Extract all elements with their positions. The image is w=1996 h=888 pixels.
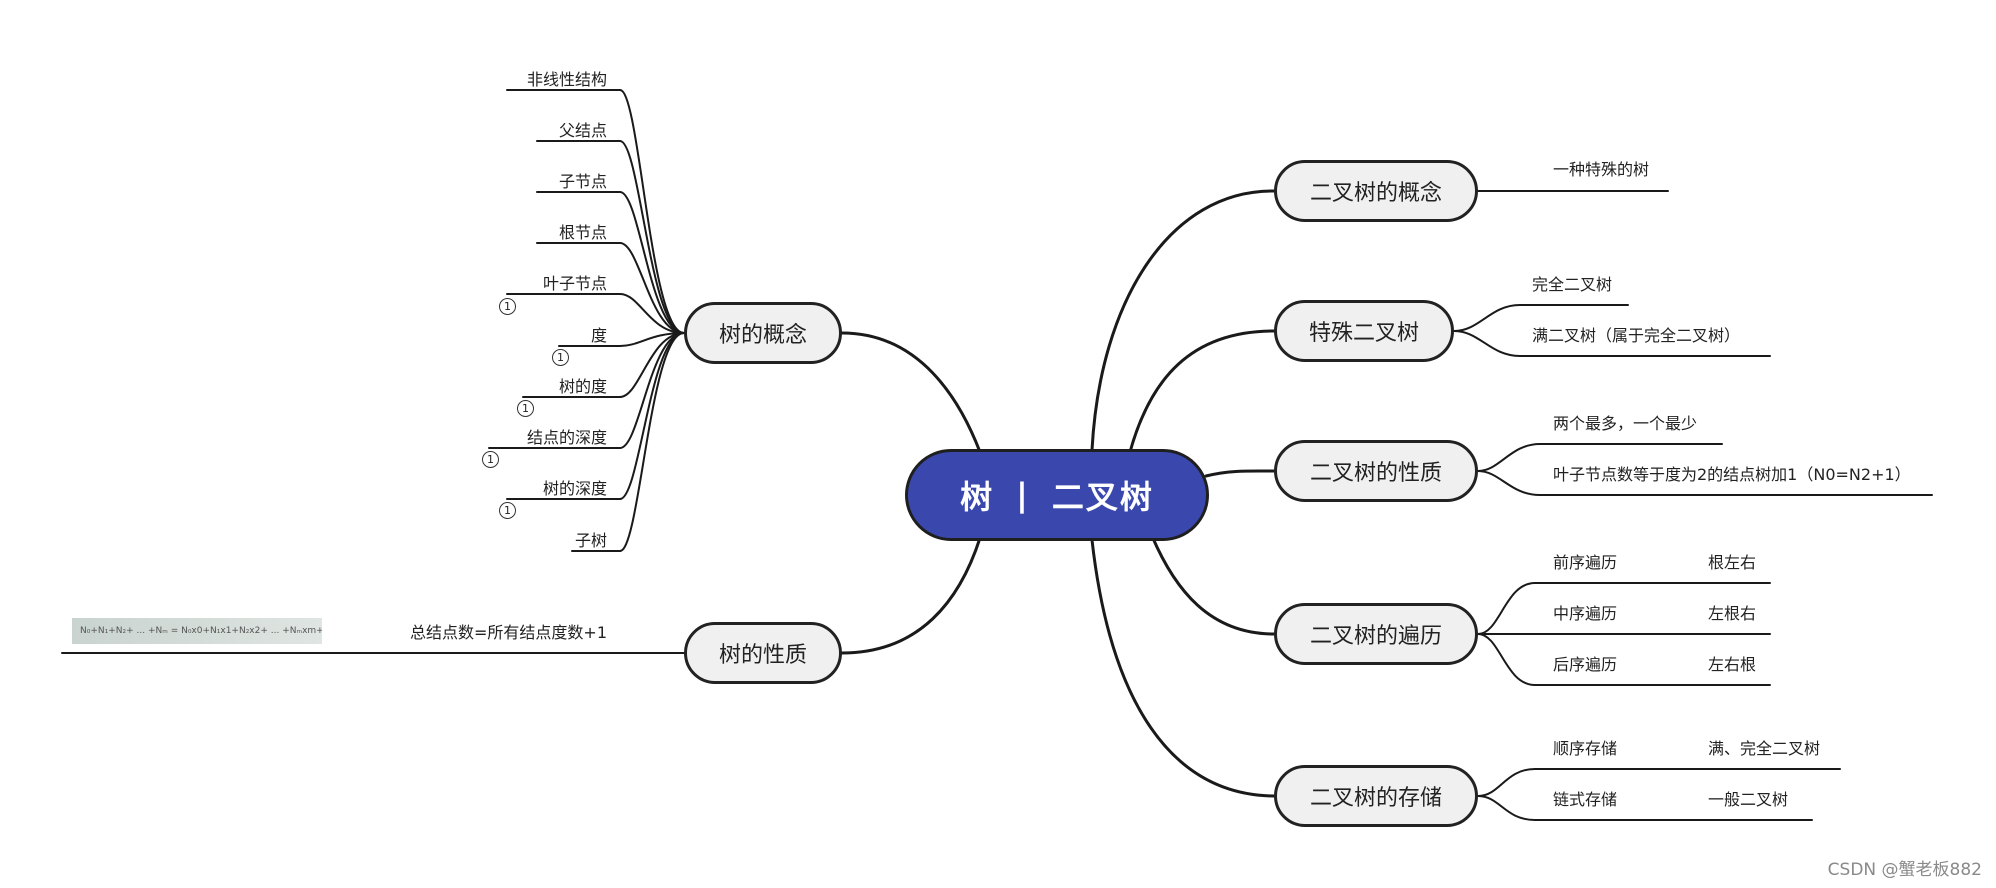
leaf-leaf-count: 叶子节点数等于度为2的结点树加1（N0=N2+1）	[1553, 465, 1911, 484]
badge-tree-degree[interactable]: 1	[517, 400, 534, 417]
leaf-subtree: 子树	[574, 531, 607, 550]
branch-bt-special[interactable]: 特殊二叉树	[1274, 300, 1454, 362]
connector-6	[840, 536, 982, 655]
root-label-right: 二叉树	[1051, 478, 1154, 516]
leaf-postorder: 后序遍历	[1553, 655, 1618, 674]
leaf-special-tree: 一种特殊的树	[1553, 160, 1650, 179]
root-label-left: 树	[960, 478, 995, 516]
leaf-child-node: 子节点	[558, 172, 607, 191]
badge-leaf-node[interactable]: 1	[499, 298, 516, 315]
leaf-nonlinear: 非线性结构	[526, 70, 607, 89]
connector-36	[1477, 768, 1841, 797]
connector-35	[1477, 633, 1771, 686]
connector-3	[1150, 534, 1276, 636]
leaf-preorder-value: 根左右	[1708, 553, 1757, 572]
connector-17	[619, 332, 685, 347]
leaf-linked-value: 一般二叉树	[1708, 790, 1789, 809]
watermark: CSDN @蟹老板882	[1827, 860, 1982, 880]
connector-9	[619, 140, 685, 334]
connector-1	[1128, 329, 1276, 454]
connector-37	[1477, 795, 1813, 821]
leaf-sequential-value: 满、完全二叉树	[1708, 739, 1821, 758]
connector-15	[619, 293, 685, 334]
root-separator: |	[1016, 476, 1030, 514]
connector-23	[619, 332, 685, 500]
leaf-linked-storage: 链式存储	[1553, 790, 1618, 809]
leaf-degree: 度	[590, 326, 607, 345]
badge-tree-depth[interactable]: 1	[499, 502, 516, 519]
connector-30	[1453, 330, 1771, 357]
connector-31	[1477, 443, 1723, 472]
leaf-inorder: 中序遍历	[1553, 604, 1618, 623]
branch-bt-traversal[interactable]: 二叉树的遍历	[1274, 603, 1478, 665]
branch-bt-storage[interactable]: 二叉树的存储	[1274, 765, 1478, 827]
leaf-full-bt: 满二叉树（属于完全二叉树）	[1532, 326, 1741, 345]
badge-node-depth[interactable]: 1	[482, 451, 499, 468]
leaf-tree-depth: 树的深度	[542, 479, 607, 498]
connector-11	[619, 191, 685, 334]
connector-33	[1477, 582, 1771, 635]
connector-19	[619, 332, 685, 398]
connector-29	[1453, 304, 1629, 332]
leaf-inorder-value: 左根右	[1708, 604, 1757, 623]
leaf-tree-degree: 树的度	[558, 377, 607, 396]
connector-32	[1477, 470, 1933, 496]
branch-bt-property[interactable]: 二叉树的性质	[1274, 440, 1478, 502]
branch-tree-property[interactable]: 树的性质	[684, 622, 842, 684]
connector-2	[1204, 469, 1276, 478]
leaf-two-most: 两个最多，一个最少	[1553, 414, 1698, 433]
leaf-parent-node: 父结点	[558, 121, 607, 140]
leaf-node-depth: 结点的深度	[526, 428, 607, 447]
branch-bt-concept[interactable]: 二叉树的概念	[1274, 160, 1478, 222]
leaf-total-nodes: 总结点数=所有结点度数+1	[410, 623, 607, 642]
leaf-complete-bt: 完全二叉树	[1532, 275, 1613, 294]
connector-7	[619, 89, 685, 334]
leaf-postorder-value: 左右根	[1708, 655, 1757, 674]
root-node[interactable]: 树 | 二叉树	[905, 449, 1209, 541]
branch-tree-concept[interactable]: 树的概念	[684, 302, 842, 364]
connector-4	[1090, 538, 1276, 798]
leaf-sequential-storage: 顺序存储	[1553, 739, 1618, 758]
connector-13	[619, 242, 685, 334]
badge-degree[interactable]: 1	[552, 349, 569, 366]
connector-25	[619, 332, 685, 552]
leaf-preorder: 前序遍历	[1553, 553, 1618, 572]
connector-0	[1090, 189, 1276, 452]
connector-5	[840, 331, 982, 454]
connector-21	[619, 332, 685, 449]
leaf-leaf-node: 叶子节点	[542, 274, 607, 293]
leaf-root-node: 根节点	[558, 223, 607, 242]
formula-image: N₀+N₁+N₂+ ... +Nₘ = N₀x0+N₁x1+N₂x2+ ... …	[72, 618, 322, 644]
